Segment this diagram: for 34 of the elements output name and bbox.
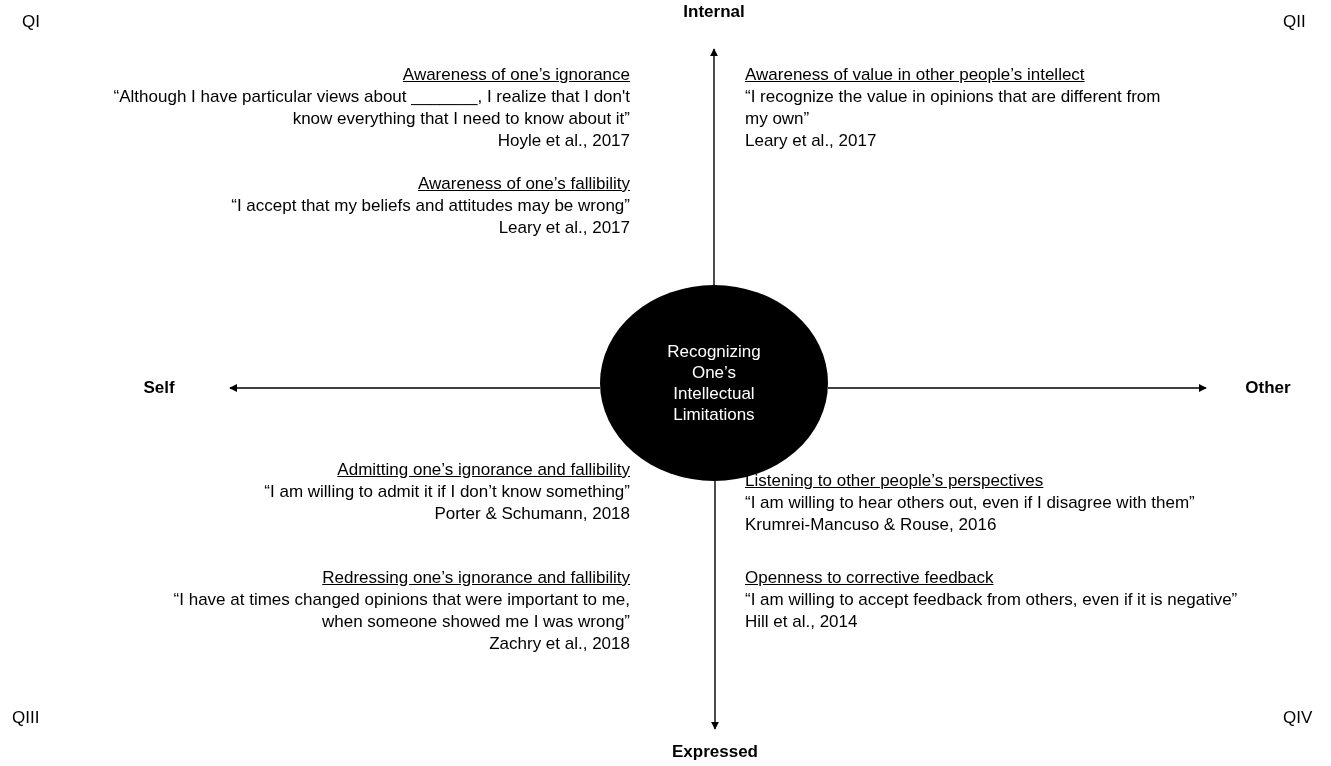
trait-heading: Admitting one’s ignorance and fallibility [337, 460, 630, 479]
quadrant-label: QI [22, 11, 40, 33]
axis-arrow [710, 48, 718, 286]
axis-label: Internal [674, 1, 754, 23]
axis-label: Other [1236, 377, 1300, 399]
citation: Hill et al., 2014 [745, 612, 858, 631]
quadrant-label: QIV [1283, 707, 1313, 729]
scale-item-quote: “I am willing to admit it if I don’t know something” [264, 482, 630, 501]
quadrant-label: QIII [12, 707, 40, 729]
concept-text: Recognizing One’s Intellectual Limitations [666, 341, 762, 425]
axis-arrow [229, 384, 601, 392]
scale-item-quote: “I have at times changed opinions that were important to me, when someone showed me I was wrong” [173, 590, 630, 631]
trait-heading: Listening to other people’s perspectives [745, 471, 1044, 490]
scale-item-quote: “I am willing to hear others out, even if I disagree with them” [745, 493, 1195, 512]
citation: Porter & Schumann, 2018 [434, 504, 630, 523]
axis-arrow [711, 480, 719, 730]
axis-label: Expressed [660, 741, 770, 763]
axis-arrow [827, 384, 1207, 392]
citation: Krumrei-Mancuso & Rouse, 2016 [745, 515, 997, 534]
scale-item-quote: “I accept that my beliefs and attitudes may be wrong” [231, 196, 630, 215]
citation: Leary et al., 2017 [745, 131, 877, 150]
scale-item-quote: “I recognize the value in opinions that are different from my own” [745, 87, 1161, 128]
scale-item-quote: “Although I have particular views about _______, I realize that I don't know everything that I need to know about it” [113, 87, 630, 128]
scale-item-quote: “I am willing to accept feedback from others, even if it is negative” [745, 590, 1238, 609]
axis-label: Self [134, 377, 184, 399]
citation: Zachry et al., 2018 [489, 634, 630, 653]
trait-heading: Openness to corrective feedback [745, 568, 994, 587]
trait-heading: Redressing one’s ignorance and fallibility [322, 568, 630, 587]
trait-heading: Awareness of one’s ignorance [402, 65, 630, 84]
trait-heading: Awareness of one’s fallibility [418, 174, 630, 193]
trait-heading: Awareness of value in other people’s intellect [745, 65, 1085, 84]
quadrant-label: QII [1283, 11, 1306, 33]
citation: Leary et al., 2017 [498, 218, 630, 237]
citation: Hoyle et al., 2017 [497, 131, 630, 150]
